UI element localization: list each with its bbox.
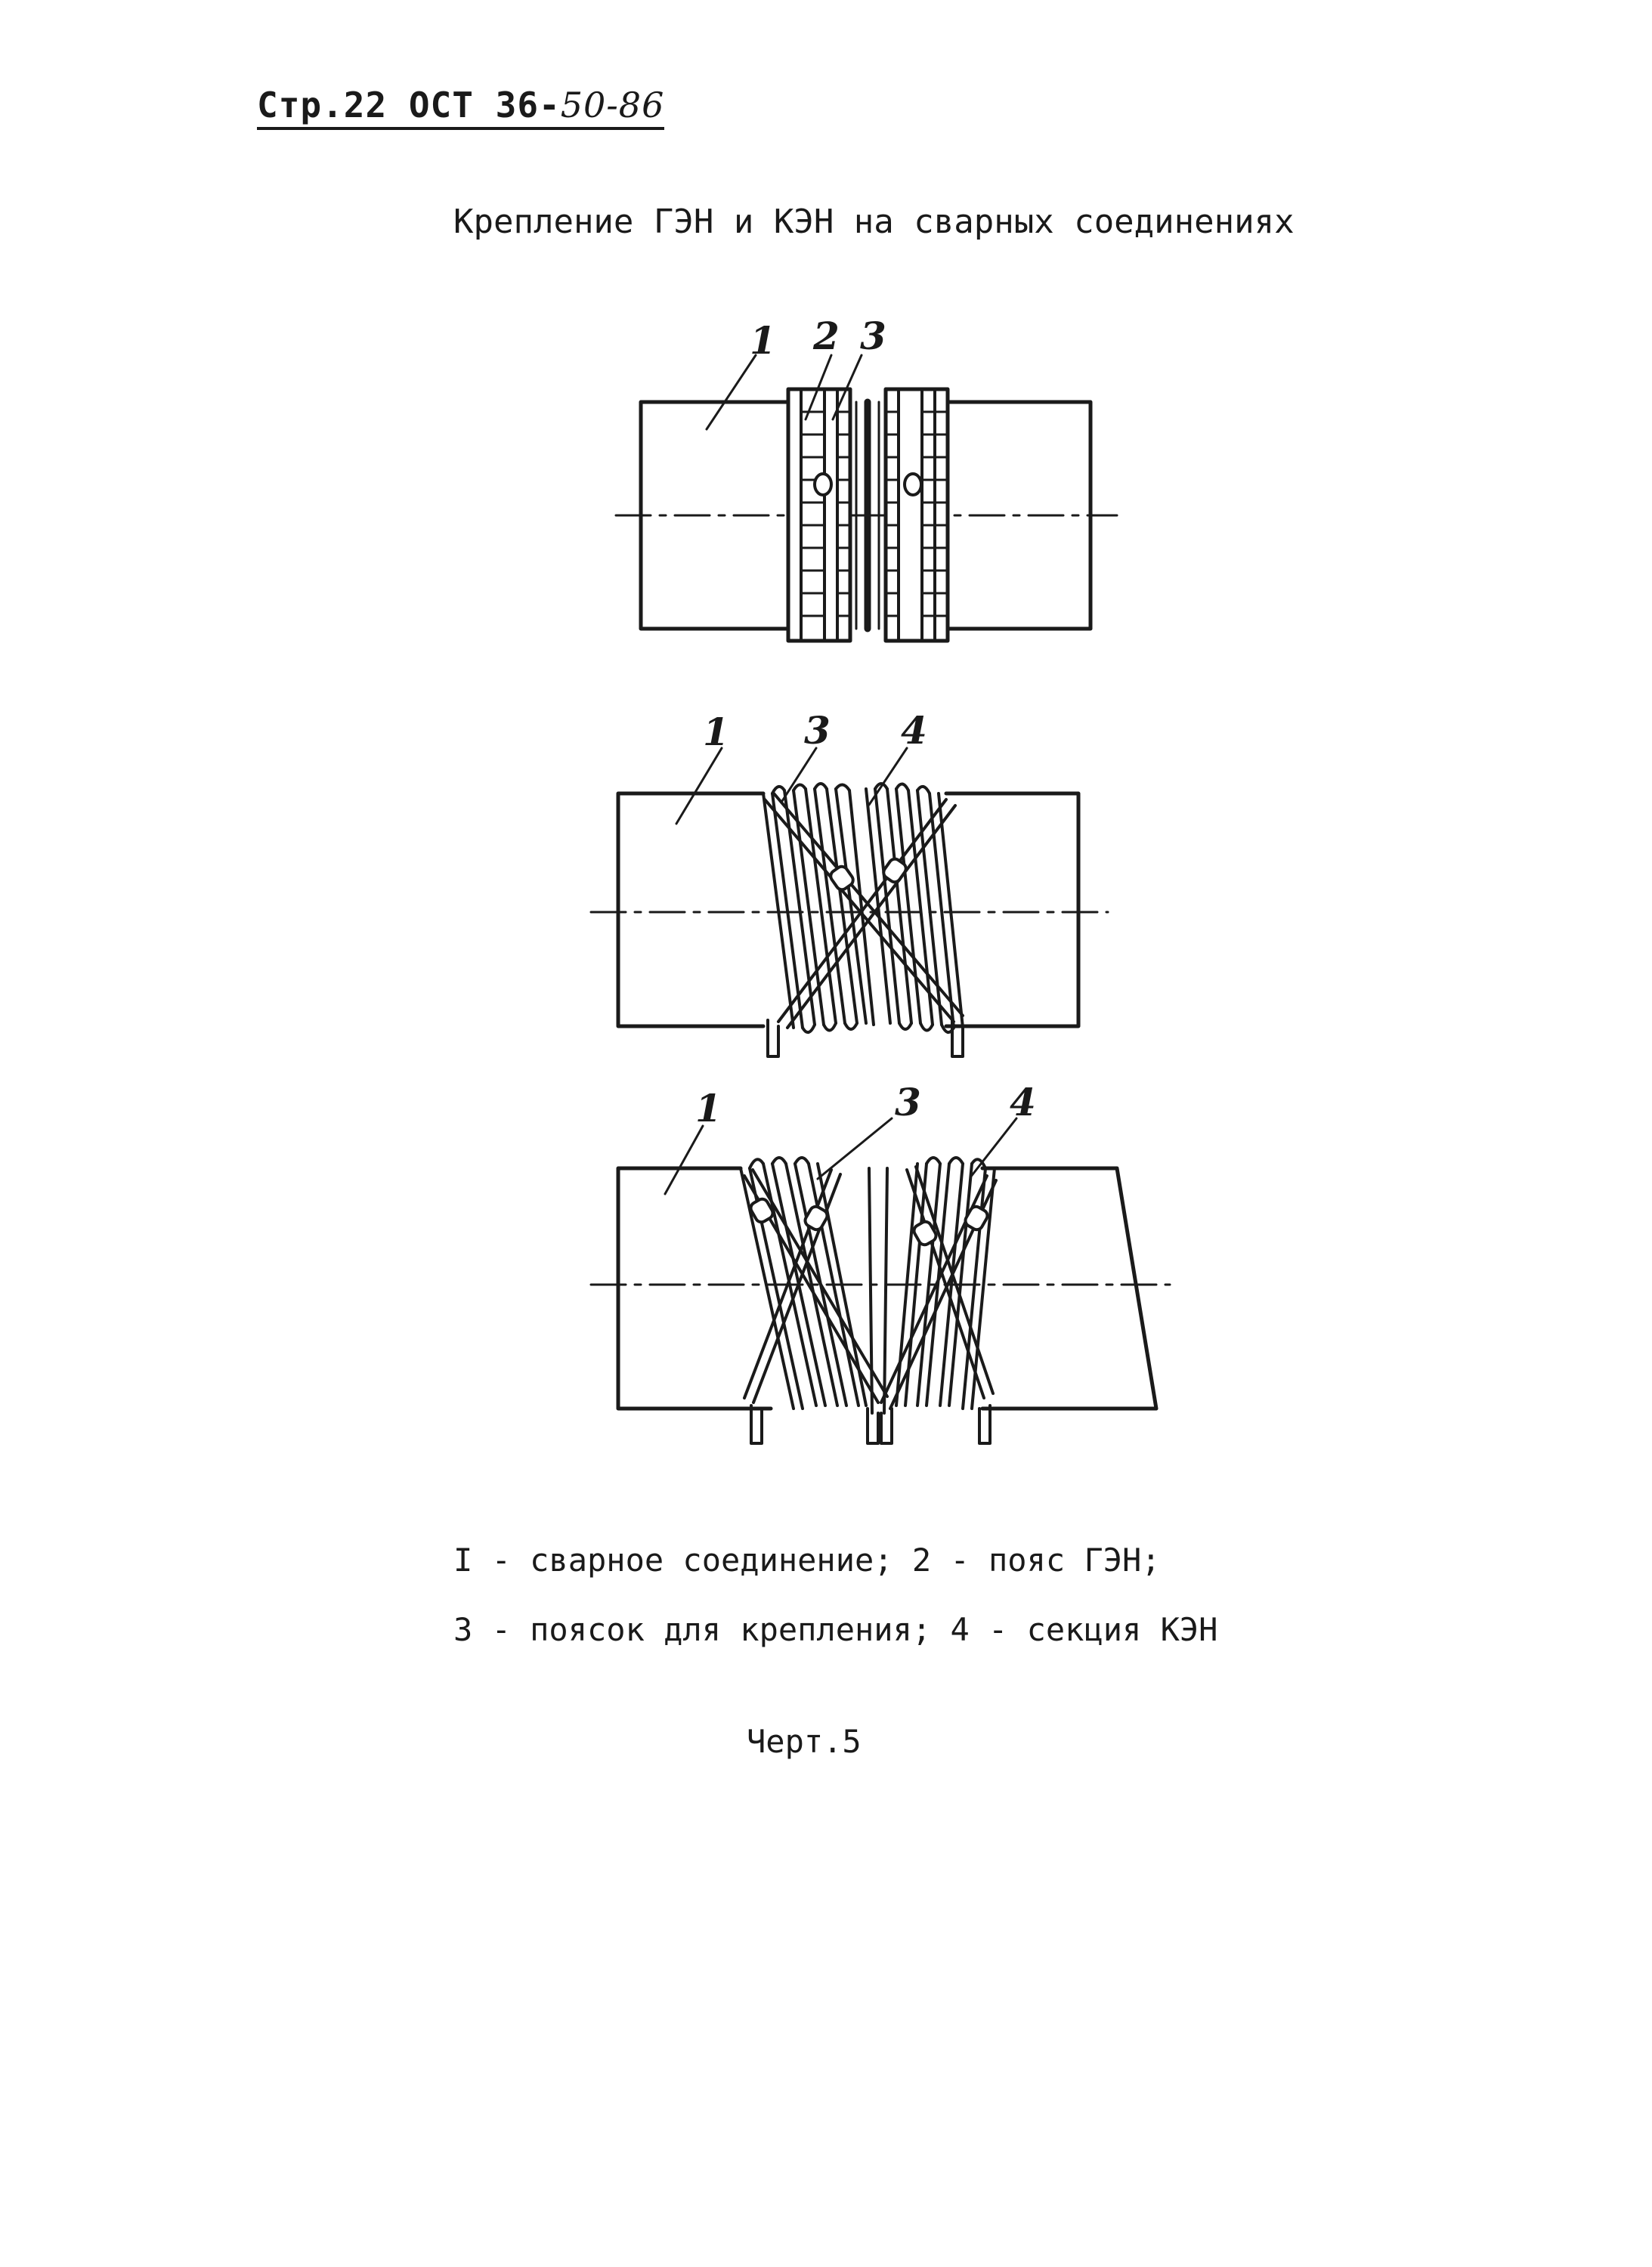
view-1-clamp-left bbox=[813, 472, 833, 496]
view-2-clamp-left bbox=[829, 864, 855, 892]
figure-title: Крепление ГЭН и КЭН на сварных соединени… bbox=[453, 203, 1295, 241]
view-3-callout-3: 3 bbox=[895, 1080, 921, 1124]
view-1-belt-right bbox=[883, 387, 950, 643]
view-2-callout-1: 1 bbox=[703, 710, 729, 754]
view-2-clamp-right bbox=[882, 857, 908, 884]
legend-line-1: I - сварное соединение; 2 - пояс ГЭН; bbox=[453, 1542, 1161, 1579]
view-3-cable-tails bbox=[750, 1404, 992, 1445]
view-2-cable-tails bbox=[766, 1019, 964, 1058]
drawing-number: Черт.5 bbox=[747, 1723, 862, 1760]
view-2-callout-4: 4 bbox=[901, 708, 927, 753]
legend-line-2: 3 - поясок для крепления; 4 - секция КЭН bbox=[453, 1611, 1218, 1648]
view-3-cable-heater-sections bbox=[589, 1117, 1171, 1445]
page-header: Стр.22 ОСТ 36-50-86 bbox=[257, 85, 665, 130]
view-1-clamp-right bbox=[903, 472, 923, 496]
view-2-callout-3: 3 bbox=[804, 708, 831, 753]
view-3-clamp-3 bbox=[912, 1220, 938, 1247]
view-3-callout-4: 4 bbox=[1010, 1080, 1036, 1124]
header-handwritten-number: 50-86 bbox=[560, 85, 665, 125]
view-3-clamp-2 bbox=[803, 1205, 829, 1232]
view-3-callout-1: 1 bbox=[695, 1086, 722, 1130]
view-3-clamp-1 bbox=[749, 1197, 775, 1224]
view-1-callout-1: 1 bbox=[750, 318, 776, 363]
view-1-callout-2: 2 bbox=[812, 314, 840, 358]
view-2-pipe bbox=[616, 791, 1081, 1028]
header-prefix: Стр.22 ОСТ 36- bbox=[257, 85, 561, 125]
view-1-heating-belts bbox=[614, 354, 1118, 643]
view-3-clamp-4 bbox=[964, 1205, 989, 1232]
view-1-belt-left bbox=[786, 387, 852, 643]
view-2-strap-b bbox=[777, 798, 957, 1029]
view-1-callout-3: 3 bbox=[860, 314, 886, 358]
view-2-cable-heater bbox=[589, 747, 1109, 1058]
